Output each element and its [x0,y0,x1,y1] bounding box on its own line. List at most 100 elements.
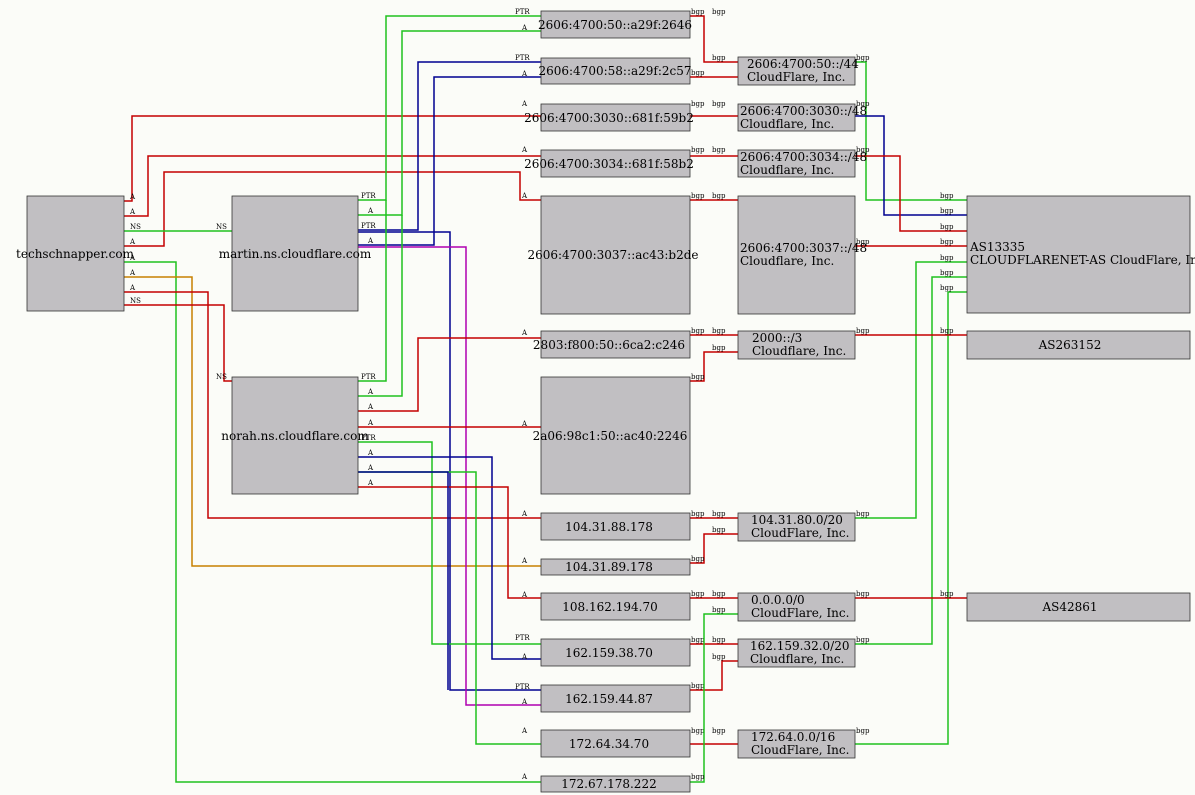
node-prefix-2606-4700-50-44[interactable]: 2606:4700:50::/44 CloudFlare, Inc. [737,56,859,86]
node-ip-2606-4700-50-a29f-2646[interactable]: 2606:4700:50::a29f:2646 [538,10,692,39]
edge-label: A [521,727,528,735]
edge-label: bgp [712,510,726,518]
edge-bgp-89178-10431 [690,533,738,564]
edge-label: PTR [515,8,530,16]
node-label: techschnapper.com [16,247,135,261]
node-label: 104.31.89.178 [565,560,653,574]
node-label: 104.31.88.178 [565,520,653,534]
node-label: 2a06:98c1:50::ac40:2246 [533,429,688,443]
edge-label: A [521,591,528,599]
edge-label: bgp [691,373,705,381]
node-prefix-0-0-0-0-0[interactable]: 0.0.0.0/0 CloudFlare, Inc. [737,592,856,622]
edge-label: A [521,192,528,200]
node-label: 2606:4700:58::a29f:2c57 [538,64,691,78]
edge-a-to-88178 [124,291,541,519]
edge-label: A [129,254,136,262]
node-ip-2606-4700-58-a29f-2c57[interactable]: 2606:4700:58::a29f:2c57 [538,57,692,85]
node-label-line1: 2000::/3 [752,331,802,345]
edge-label: A [367,449,374,457]
edge-norah-a-2646 [358,215,403,397]
edge-label: A [367,464,374,472]
edge-label: A [129,269,136,277]
node-prefix-2606-4700-3030-48[interactable]: 2606:4700:3030::/48 Cloudflare, Inc. [737,103,867,132]
edge-label: bgp [712,590,726,598]
edge-martin-a-4487 [358,246,541,706]
node-label-line2: Cloudflare, Inc. [740,117,834,131]
node-prefix-2606-4700-3034-48[interactable]: 2606:4700:3034::/48 Cloudflare, Inc. [737,149,867,178]
edge-norah-a-c246 [358,337,541,412]
edge-label: bgp [940,207,954,215]
node-prefix-2606-4700-3037-48[interactable]: 2606:4700:3037::/48 Cloudflare, Inc. [737,195,867,315]
node-techschnapper[interactable]: techschnapper.com [16,195,135,312]
node-ip-104-31-89-178[interactable]: 104.31.89.178 [540,558,691,576]
node-norah-ns[interactable]: norah.ns.cloudflare.com [221,376,369,495]
node-label-line1: 2606:4700:3030::/48 [740,104,867,118]
edge-label: bgp [712,653,726,661]
node-ip-2606-4700-3034-681f-58b2[interactable]: 2606:4700:3034::681f:58b2 [524,149,694,178]
edge-martin-a-2c57 [358,76,541,246]
edge-bgp-16215-as13335 [855,276,967,645]
edge-label: A [521,24,528,32]
node-ip-2a06-98c1-50-ac40-2246[interactable]: 2a06:98c1:50::ac40:2246 [533,376,691,495]
node-prefix-162-159-32-0-20[interactable]: 162.159.32.0/20 Cloudflare, Inc. [737,638,856,668]
node-layer: techschnapper.com martin.ns.cloudflare.c… [16,10,1195,793]
edge-bgp-3034-as13335 [855,155,967,232]
node-label-line2: CLOUDFLARENET-AS CloudFlare, Inc. [970,253,1195,267]
edge-label: bgp [940,238,954,246]
edge-norah-ptr-4487 [358,471,449,690]
node-ip-104-31-88-178[interactable]: 104.31.88.178 [540,512,691,541]
node-label-line2: CloudFlare, Inc. [751,606,849,620]
edge-label: bgp [691,636,705,644]
edge-label: bgp [691,590,705,598]
edge-label: A [521,420,528,428]
edge-label: A [521,698,528,706]
node-label: 172.64.34.70 [569,737,649,751]
node-label: norah.ns.cloudflare.com [221,429,369,443]
edge-label: bgp [940,192,954,200]
edge-label: bgp [712,606,726,614]
node-prefix-172-64-0-0-16[interactable]: 172.64.0.0/16 CloudFlare, Inc. [737,729,856,759]
edge-bgp-2a06-2000 [690,351,738,382]
edge-label: A [521,146,528,154]
edge-label: bgp [940,223,954,231]
edge-norah-a-3870 [358,456,541,660]
node-prefix-2000-3[interactable]: 2000::/3 Cloudflare, Inc. [737,330,856,360]
node-label: 2606:4700:3030::681f:59b2 [524,111,694,125]
node-label-line1: 162.159.32.0/20 [750,639,849,653]
node-ip-2606-4700-3037-ac43-b2de[interactable]: 2606:4700:3037::ac43:b2de [527,195,699,315]
edge-label: NS [216,373,227,381]
edge-a-to-89178 [124,276,541,567]
edge-label: PTR [515,634,530,642]
node-ip-2803-f800-50-6ca2-c246[interactable]: 2803:f800:50::6ca2:c246 [533,330,691,359]
edge-label: bgp [691,555,705,563]
node-label: 2606:4700:3037::ac43:b2de [527,248,698,262]
node-ip-172-64-34-70[interactable]: 172.64.34.70 [540,729,691,758]
node-prefix-104-31-80-0-20[interactable]: 104.31.80.0/20 CloudFlare, Inc. [737,512,856,542]
node-ip-162-159-44-87[interactable]: 162.159.44.87 [540,684,691,713]
edge-label: bgp [856,146,870,154]
node-ip-2606-4700-3030-681f-59b2[interactable]: 2606:4700:3030::681f:59b2 [524,103,694,132]
edge-bgp-3030-as13335 [855,115,967,216]
edge-label: bgp [691,510,705,518]
node-ip-108-162-194-70[interactable]: 108.162.194.70 [540,592,691,621]
node-as42861[interactable]: AS42861 [966,592,1191,622]
edge-bgp-10431-as13335 [855,261,967,519]
edge-label: A [129,238,136,246]
edge-label: bgp [712,54,726,62]
node-as13335[interactable]: AS13335 CLOUDFLARENET-AS CloudFlare, Inc… [966,195,1195,314]
edge-label: bgp [691,727,705,735]
edge-ns-to-norah [124,304,232,382]
node-martin-ns[interactable]: martin.ns.cloudflare.com [219,195,372,312]
edge-layer: AAANSAAANSNSNSPTRAPTRAPTRAAAPTRAAAPTRAPT… [124,8,967,783]
node-as263152[interactable]: AS263152 [966,330,1191,360]
node-ip-172-67-178-222[interactable]: 172.67.178.222 [540,775,691,793]
edge-label: A [521,100,528,108]
node-label: AS263152 [1038,338,1102,352]
edge-label: bgp [712,100,726,108]
edge-label: A [521,70,528,78]
edge-label: NS [130,223,141,231]
node-ip-162-159-38-70[interactable]: 162.159.38.70 [540,638,691,667]
edge-label: bgp [691,192,705,200]
edge-label: A [521,557,528,565]
